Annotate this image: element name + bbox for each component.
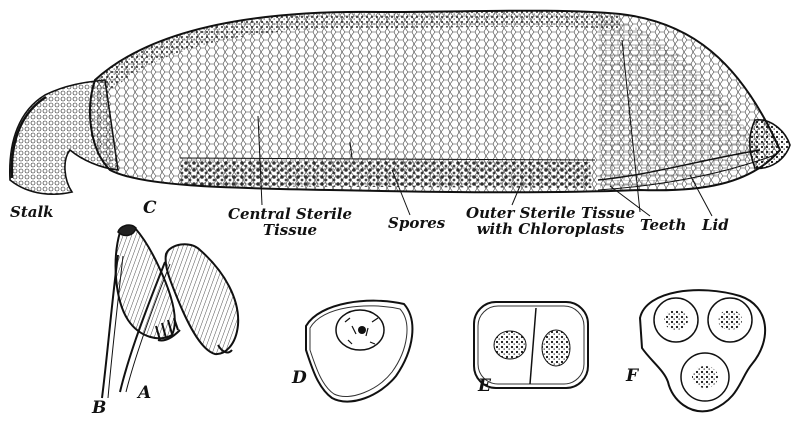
tetrad-nucleus-1 — [664, 310, 688, 330]
label-teeth: Teeth — [640, 218, 686, 234]
lid-tip — [750, 120, 790, 168]
cell-f-tetrad — [640, 290, 765, 411]
label-b: B — [92, 400, 106, 418]
label-c: C — [143, 200, 157, 218]
capsule-left — [116, 228, 175, 338]
label-d: D — [292, 370, 307, 388]
capsule-right — [166, 244, 239, 354]
tetrad-nucleus-2 — [718, 310, 742, 330]
label-f: F — [626, 368, 638, 386]
label-e: E — [478, 378, 491, 396]
cell-e-nucleus-right — [542, 330, 570, 366]
label-a: A — [138, 385, 151, 403]
label-central-sterile-tissue: Central Sterile Tissue — [228, 207, 352, 239]
label-stalk: Stalk — [10, 205, 54, 221]
whole-capsules-a-b — [102, 225, 238, 398]
cell-e-nucleus-left — [494, 331, 526, 359]
cell-e — [474, 302, 588, 388]
label-lid: Lid — [702, 218, 729, 234]
cell-d — [306, 301, 412, 402]
label-spores: Spores — [388, 216, 445, 232]
label-outer-sterile-tissue: Outer Sterile Tissue with Chloroplasts — [466, 206, 635, 238]
tetrad-nucleus-3 — [692, 366, 718, 388]
label-central-sterile-line2: Tissue — [228, 223, 352, 239]
label-outer-sterile-line2: with Chloroplasts — [466, 222, 635, 238]
spore-layer — [180, 160, 592, 188]
capsule-section-c — [10, 11, 790, 195]
